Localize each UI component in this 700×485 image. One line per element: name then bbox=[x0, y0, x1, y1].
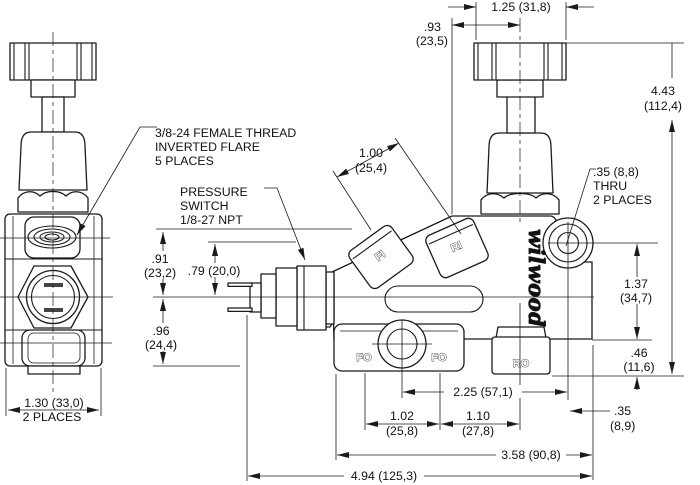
dim-side-width-note: 2 PLACES bbox=[23, 410, 82, 424]
dim-knob-offset-in: .93 bbox=[424, 20, 441, 34]
pressure-switch-ring bbox=[260, 273, 277, 319]
thru-callout-leader bbox=[565, 168, 596, 247]
switch-terminal bbox=[227, 282, 253, 288]
dim-lower-height-in: .96 bbox=[152, 324, 169, 338]
dim-port-spacing-mm: (25,4) bbox=[355, 161, 387, 175]
callout-switch-line2: SWITCH bbox=[180, 199, 229, 213]
dim-upper-height-in: .91 bbox=[151, 252, 168, 266]
callout-thru-line1: .35 (8,8) bbox=[593, 165, 639, 179]
dim-fo-spacing-in: 1.02 bbox=[390, 409, 414, 423]
callout-thread-line3: 5 PLACES bbox=[155, 154, 214, 168]
front-view: FI RI bbox=[227, 42, 594, 375]
dimension-text: 1.25 (31,8) .93 (23,5) 4.43 (112,4) 1.00… bbox=[23, 0, 682, 483]
callout-thru-line2: THRU bbox=[593, 179, 627, 193]
dim-overall-width: 4.94 (125,3) bbox=[351, 469, 417, 483]
side-spring-housing bbox=[18, 131, 88, 191]
dim-knob-width: 1.25 (31,8) bbox=[491, 0, 550, 14]
port-fo-left-label: FO bbox=[356, 352, 372, 364]
ro-boss bbox=[491, 336, 551, 375]
dim-overall-height-in: 4.43 bbox=[651, 84, 675, 98]
callout-thread-line1: 3/8-24 FEMALE THREAD bbox=[155, 126, 296, 140]
dim-overall-height-mm: (112,4) bbox=[644, 99, 682, 113]
callout-switch-line3: 1/8-27 NPT bbox=[180, 213, 243, 227]
pressure-switch-hex bbox=[296, 265, 327, 331]
dim-upper-height-mm: (23,2) bbox=[144, 266, 176, 280]
dim-edge-offset-mm: (8,9) bbox=[610, 419, 635, 433]
dim-body-width: 3.58 (90,8) bbox=[501, 448, 560, 462]
dim-base-height-in: .46 bbox=[630, 346, 647, 360]
wilwood-logo: wilwood bbox=[524, 229, 549, 327]
dim-hole-span: 2.25 (57,1) bbox=[453, 385, 512, 399]
dim-ro-spacing-in: 1.10 bbox=[466, 409, 490, 423]
flare-slot bbox=[44, 308, 63, 312]
side-bottom-step bbox=[27, 365, 81, 375]
front-stem bbox=[506, 94, 536, 134]
side-flare-boss bbox=[24, 216, 81, 259]
thread-callout-leader bbox=[76, 126, 157, 236]
port-ri: RI bbox=[425, 217, 489, 279]
port-fi: FI bbox=[348, 224, 414, 290]
switch-callout-leader bbox=[264, 187, 306, 261]
dim-base-height-mm: (11,6) bbox=[623, 360, 654, 374]
front-spring-housing bbox=[486, 132, 554, 194]
dim-fo-spacing-mm: (25,8) bbox=[386, 424, 418, 438]
dim-port-spacing-in: 1.00 bbox=[359, 146, 383, 160]
callout-thread-line2: INVERTED FLARE bbox=[155, 140, 260, 154]
dim-switch-height: .79 (20,0) bbox=[188, 264, 241, 278]
port-ro-label: RO bbox=[513, 358, 530, 370]
dim-edge-offset-in: .35 bbox=[614, 404, 631, 418]
dim-knob-offset-mm: (23,5) bbox=[416, 34, 448, 48]
dim-ro-spacing-mm: (27,8) bbox=[462, 424, 494, 438]
port-ri-label: RI bbox=[449, 239, 464, 254]
side-bottom-boss bbox=[21, 329, 86, 367]
flare-slot bbox=[44, 283, 63, 287]
pressure-switch-cap bbox=[249, 282, 262, 313]
callout-thru-line3: 2 PLACES bbox=[593, 193, 652, 207]
dim-hole-height-mm: (34,7) bbox=[620, 291, 652, 305]
side-view bbox=[4, 42, 103, 375]
body-recess bbox=[384, 285, 484, 313]
dim-lower-height-mm: (24,4) bbox=[145, 338, 177, 352]
port-fo-right-label: FO bbox=[431, 352, 447, 364]
callout-switch-line1: PRESSURE bbox=[180, 185, 248, 199]
switch-terminal bbox=[227, 307, 253, 313]
dim-hole-height-in: 1.37 bbox=[624, 277, 648, 291]
dim-side-width: 1.30 (33,0) bbox=[24, 396, 83, 410]
